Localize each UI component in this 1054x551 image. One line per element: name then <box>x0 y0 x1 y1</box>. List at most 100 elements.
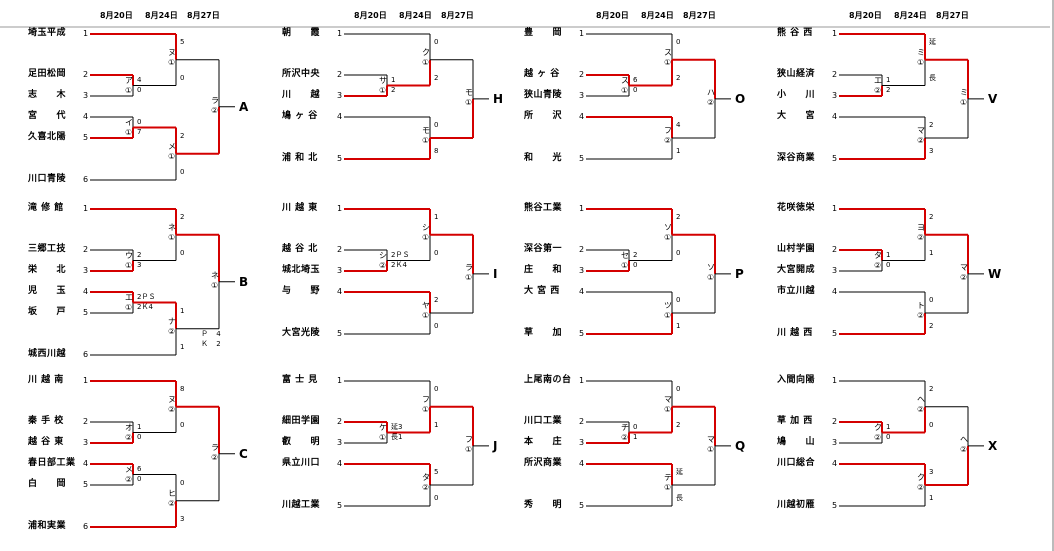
r1-num-B-1: ① <box>125 302 133 312</box>
final-game-O: ハ <box>707 87 715 97</box>
team-name-P-3: 大 宮 西 <box>524 286 560 296</box>
team-seed-C-3: 4 <box>83 459 89 468</box>
semi-score-a-P-0: 2 <box>676 213 681 221</box>
r1-score-b-O-0: 0 <box>633 85 638 94</box>
semi-score-a-Q-0: 0 <box>676 385 681 393</box>
r1-score-a-X-0: 1 <box>886 422 891 431</box>
final-num-H: ① <box>465 97 473 107</box>
r1-score-a-C-0: 1 <box>137 422 142 431</box>
r1-game-A-1: イ <box>125 117 133 127</box>
block-label-Q: Q <box>735 438 746 453</box>
date-header-round1: 8月20日 <box>354 11 387 20</box>
team-seed-I-4: 5 <box>337 329 343 338</box>
team-seed-A-3: 4 <box>83 112 89 121</box>
r1-score-b-V-0: 2 <box>886 85 891 94</box>
semi-score-b-X-0: 0 <box>929 420 934 429</box>
team-seed-P-4: 5 <box>579 329 585 338</box>
team-seed-V-3: 4 <box>832 112 838 121</box>
semi-score-a-W-0: 2 <box>929 213 934 221</box>
r1-game-Q-0: チ <box>621 422 629 432</box>
semi-score-b-P-0: 0 <box>676 248 681 257</box>
r1-score-a-B-0: 2 <box>137 250 142 259</box>
team-seed-J-0: 1 <box>337 376 343 385</box>
r1-game-C-0: オ <box>125 422 133 432</box>
team-name-C-5: 浦和実業 <box>28 521 67 531</box>
semi-game-O-1: フ <box>664 126 672 135</box>
team-name-W-0: 花咲徳栄 <box>777 203 816 213</box>
semi-num-C-0: ② <box>168 404 176 414</box>
team-seed-B-2: 3 <box>83 266 89 275</box>
team-name-Q-2: 本 庄 <box>524 437 563 447</box>
r1-num-V-0: ② <box>874 85 882 95</box>
date-header-round3: 8月27日 <box>936 11 969 20</box>
semi-game-X-0: ヘ <box>917 394 925 404</box>
r1-score-a-I-0: 2ＰＳ <box>391 250 410 259</box>
semi-num-P-0: ① <box>664 232 672 242</box>
semi-score-b-H-1: 8 <box>434 147 439 155</box>
semi-score-a-J-0: 0 <box>434 385 439 393</box>
r1-game-A-0: ア <box>125 75 133 85</box>
semi-score-b-V-0: 長 <box>929 73 936 82</box>
final-num-C: ② <box>211 452 219 462</box>
team-name-A-1: 足田松岡 <box>28 69 67 79</box>
date-header-round1: 8月20日 <box>596 11 629 20</box>
r1-num-O-0: ① <box>621 85 629 95</box>
team-seed-V-0: 1 <box>832 29 838 38</box>
team-seed-H-0: 1 <box>337 29 343 38</box>
semi-game-I-1: ヤ <box>422 301 430 310</box>
r1-num-Q-0: ② <box>621 432 629 442</box>
semi-score-b-I-1: 0 <box>434 322 439 330</box>
semi-num-W-1: ② <box>917 311 925 320</box>
team-name-A-2: 志 木 <box>28 90 67 100</box>
team-name-W-4: 川 越 西 <box>777 328 813 338</box>
team-name-V-3: 大 宮 <box>777 111 816 121</box>
r1-score-b-C-1: 0 <box>137 474 142 483</box>
final-num-X: ② <box>960 444 968 454</box>
final-game-A: ラ <box>211 95 219 105</box>
block-label-B: B <box>239 274 249 289</box>
team-seed-O-4: 5 <box>579 154 585 163</box>
r1-game-P-0: セ <box>621 250 629 260</box>
date-header-round2: 8月24日 <box>145 11 178 20</box>
block-label-P: P <box>735 266 744 281</box>
r1-num-P-0: ① <box>621 260 629 270</box>
r1-score-b-J-0: 長1 <box>391 432 403 441</box>
team-name-O-2: 狭山青陵 <box>524 90 563 100</box>
semi-score-a-X-0: 2 <box>929 385 934 393</box>
team-seed-A-2: 3 <box>83 91 89 100</box>
team-seed-I-0: 1 <box>337 204 343 213</box>
semi-num-A-0: ① <box>168 57 176 67</box>
semi-game-O-0: ス <box>664 47 672 57</box>
semi-score-a-H-1: 0 <box>434 121 439 129</box>
r1-score-a-P-0: 2 <box>633 250 638 259</box>
semi-num-O-0: ① <box>664 57 672 67</box>
team-seed-P-2: 3 <box>579 266 585 275</box>
r1-game-X-0: ク <box>874 422 882 432</box>
r1-score-a-C-1: 6 <box>137 464 142 473</box>
date-header-round1: 8月20日 <box>849 11 882 20</box>
team-seed-C-1: 2 <box>83 417 89 426</box>
semi-score-b-C-1: 3 <box>180 515 185 523</box>
semi-score-b-B-1: 1 <box>180 343 185 351</box>
r1-score-b-H-0: 2 <box>391 85 396 94</box>
semi-score-a-O-1: 4 <box>676 121 681 129</box>
block-label-I: I <box>493 266 498 281</box>
semi-num-V-1: ② <box>917 136 925 145</box>
semi-num-O-1: ② <box>664 136 672 145</box>
r1-game-H-0: サ <box>379 75 387 85</box>
team-name-P-2: 庄 和 <box>524 265 563 275</box>
semi-game-V-1: マ <box>917 126 925 135</box>
semi-num-W-0: ② <box>917 232 925 242</box>
block-label-C: C <box>239 446 248 461</box>
team-name-O-0: 豊 岡 <box>524 28 563 38</box>
date-header-round1: 8月20日 <box>100 11 133 20</box>
semi-num-B-1: ② <box>168 326 176 336</box>
semi-game-H-0: ク <box>422 47 430 57</box>
r1-game-B-1: エ <box>125 292 133 302</box>
semi-score-a-V-0: 延 <box>929 38 936 46</box>
semi-score-b-C-0: 0 <box>180 420 185 429</box>
window-edge <box>1052 0 1054 551</box>
semi-num-J-0: ① <box>422 404 430 414</box>
r1-game-I-0: シ <box>379 250 387 260</box>
final-game-W: マ <box>960 262 968 272</box>
